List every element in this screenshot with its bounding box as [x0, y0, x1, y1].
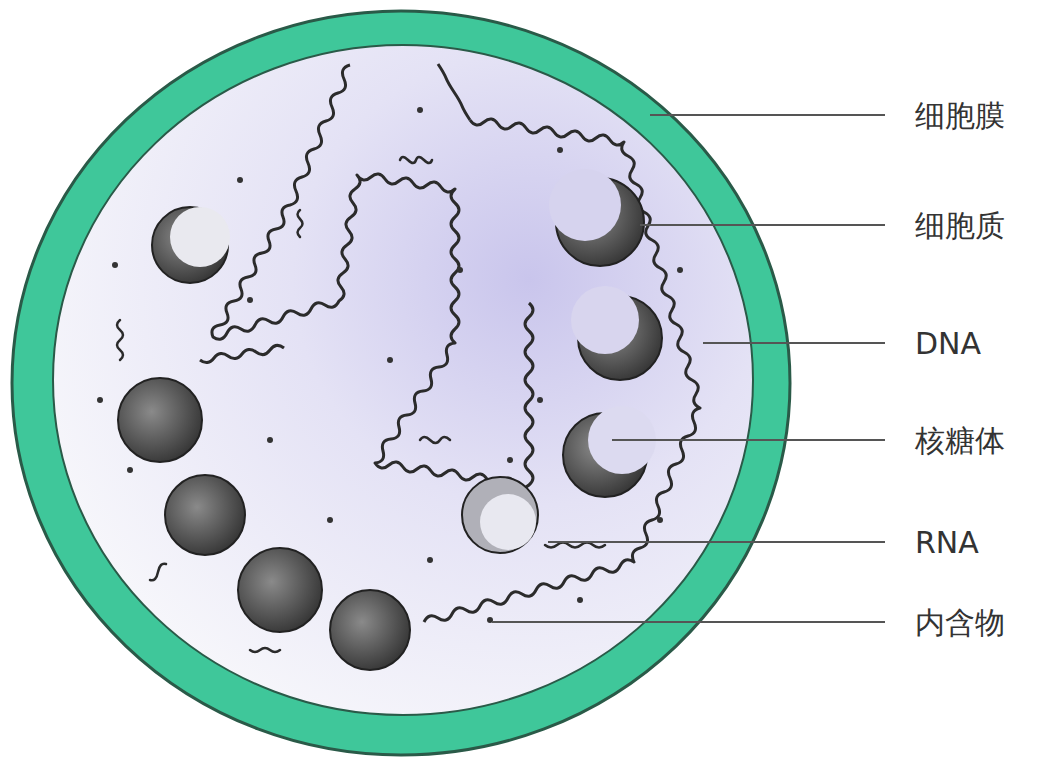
part-label: RNA: [915, 526, 979, 559]
ribosomes: [118, 169, 662, 670]
part-label: DNA: [915, 327, 981, 360]
part-label: 细胞质: [915, 209, 1005, 242]
cytoplasm: [53, 45, 753, 715]
cell-membrane: [12, 11, 790, 755]
leader-lines: [492, 115, 885, 622]
part-label: 核糖体: [915, 424, 1005, 457]
inclusions: [97, 107, 683, 623]
dna: [200, 64, 700, 622]
part-label: 细胞膜: [915, 99, 1005, 132]
rna: [117, 157, 605, 652]
part-label: 内含物: [915, 606, 1005, 639]
